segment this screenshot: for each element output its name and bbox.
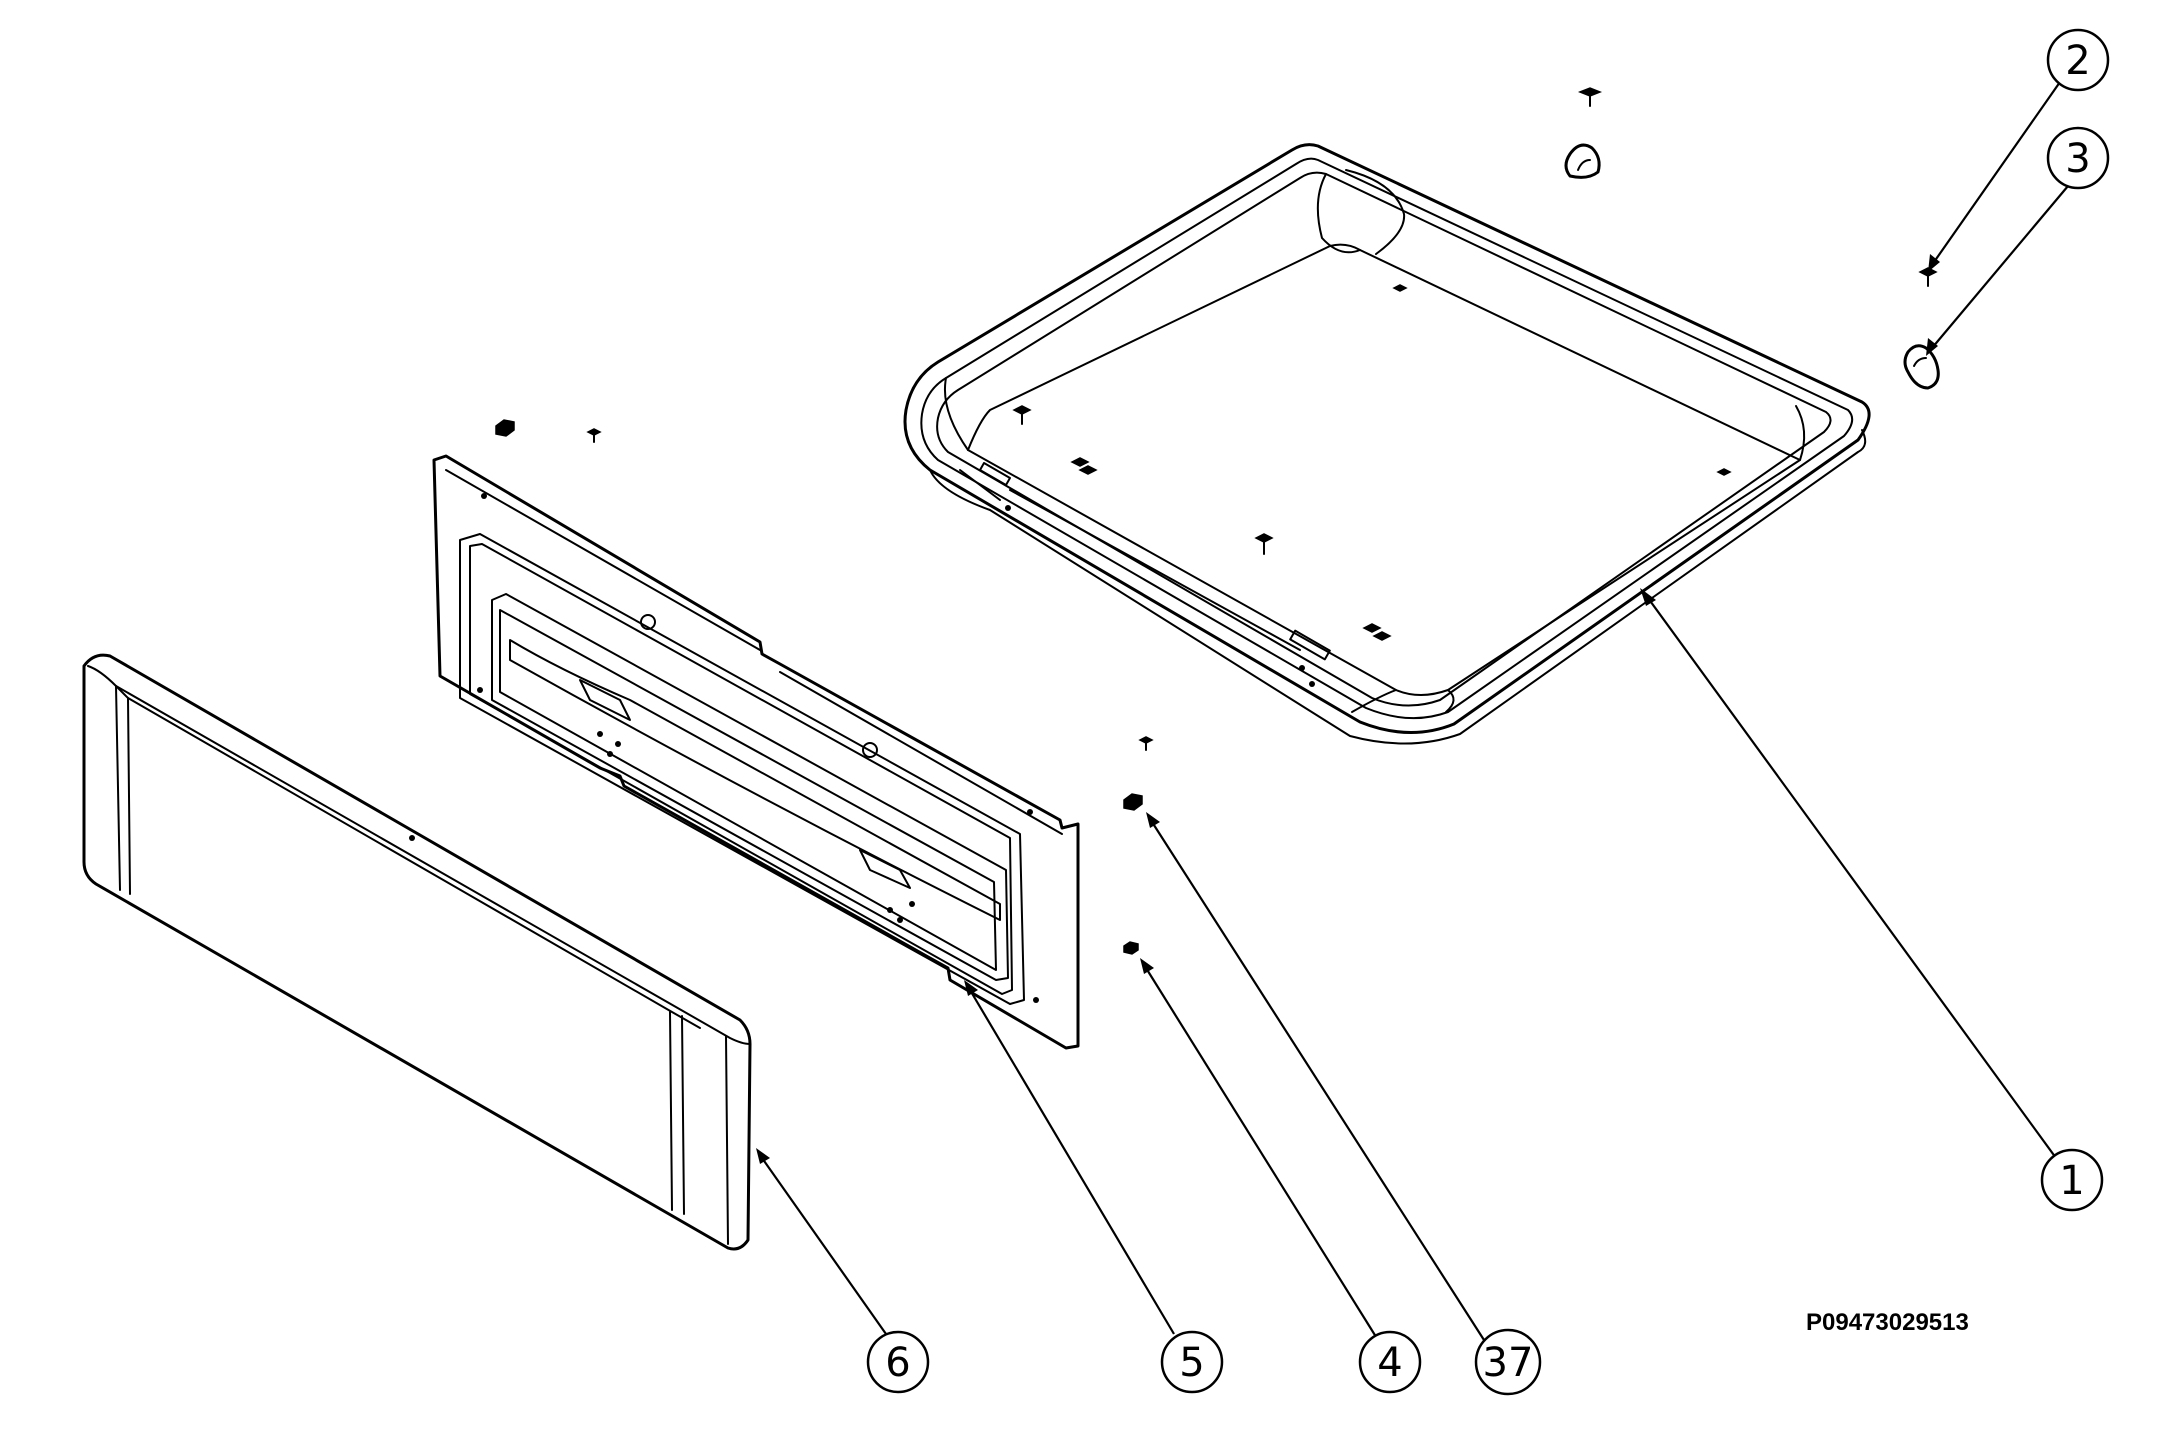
callout-4: 4 bbox=[1358, 1330, 1422, 1394]
panel-screws bbox=[495, 419, 602, 443]
callout-6: 6 bbox=[866, 1330, 930, 1394]
tray-clip-hardware bbox=[1564, 87, 1603, 179]
callout-5-label: 5 bbox=[1179, 1340, 1204, 1386]
leader-lines bbox=[756, 81, 2069, 1341]
drawing-code: P09473029513 bbox=[1806, 1309, 1969, 1336]
fastener-part-4 bbox=[1123, 941, 1139, 955]
tray-part bbox=[903, 143, 1871, 745]
callout-1-label: 1 bbox=[2059, 1158, 2084, 1204]
fastener-small-screw bbox=[1138, 736, 1154, 751]
inner-panel-part bbox=[432, 454, 1080, 1050]
callout-2-label: 2 bbox=[2065, 38, 2090, 84]
callout-6-label: 6 bbox=[885, 1340, 910, 1386]
screw-part-2 bbox=[1918, 267, 1938, 287]
callout-3: 3 bbox=[2046, 126, 2110, 190]
front-cover-part bbox=[82, 653, 752, 1251]
fastener-part-37 bbox=[1123, 793, 1143, 811]
callout-3-label: 3 bbox=[2065, 136, 2090, 182]
callout-4-label: 4 bbox=[1377, 1340, 1402, 1386]
callout-37-label: 37 bbox=[1483, 1340, 1534, 1386]
clip-part-3 bbox=[1903, 344, 1940, 390]
callout-1: 1 bbox=[2040, 1148, 2104, 1212]
callout-5: 5 bbox=[1160, 1330, 1224, 1394]
callout-37: 37 bbox=[1474, 1328, 1542, 1396]
callout-2: 2 bbox=[2046, 28, 2110, 92]
